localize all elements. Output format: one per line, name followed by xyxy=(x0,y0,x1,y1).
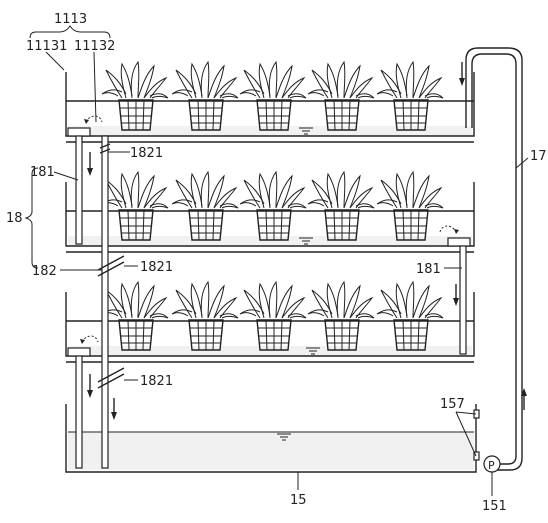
label-17: 17 xyxy=(530,149,547,164)
label-1821-mid: 1821 xyxy=(140,260,173,275)
tier-1-plants xyxy=(101,61,444,131)
drain-pipe-tier2 xyxy=(459,245,467,355)
flow-arrows xyxy=(87,62,527,420)
label-182: 182 xyxy=(32,264,57,279)
tier-2-tray xyxy=(65,182,475,247)
tier-3-tray xyxy=(65,292,475,357)
bypass-pipe xyxy=(101,135,109,469)
label-11132: 11132 xyxy=(74,39,115,54)
sensor-lower xyxy=(473,451,480,461)
label-15: 15 xyxy=(290,493,307,508)
tier-3-plants xyxy=(101,281,444,351)
supply-pipe-outer xyxy=(465,47,523,471)
label-1821-top: 1821 xyxy=(130,146,163,161)
valve-top xyxy=(99,143,111,154)
pump-label: P xyxy=(488,459,495,472)
label-151: 151 xyxy=(482,499,507,514)
label-1821-low: 1821 xyxy=(140,374,173,389)
label-18: 18 xyxy=(6,211,23,226)
valve-mid xyxy=(97,255,125,277)
label-157: 157 xyxy=(440,397,465,412)
supply-pipe-inner xyxy=(471,53,517,465)
drain-pipe-tier3 xyxy=(75,355,83,469)
drain-pipe-tier1 xyxy=(75,135,83,245)
valve-low xyxy=(97,367,125,389)
tier-2-plants xyxy=(101,171,444,241)
label-181-left: 181 xyxy=(30,165,55,180)
leaders xyxy=(24,25,529,496)
label-181-right: 181 xyxy=(416,262,441,277)
reservoir xyxy=(65,404,477,473)
label-1113: 1113 xyxy=(54,12,87,27)
label-11131: 11131 xyxy=(26,39,67,54)
tier-1-tray xyxy=(65,72,475,137)
